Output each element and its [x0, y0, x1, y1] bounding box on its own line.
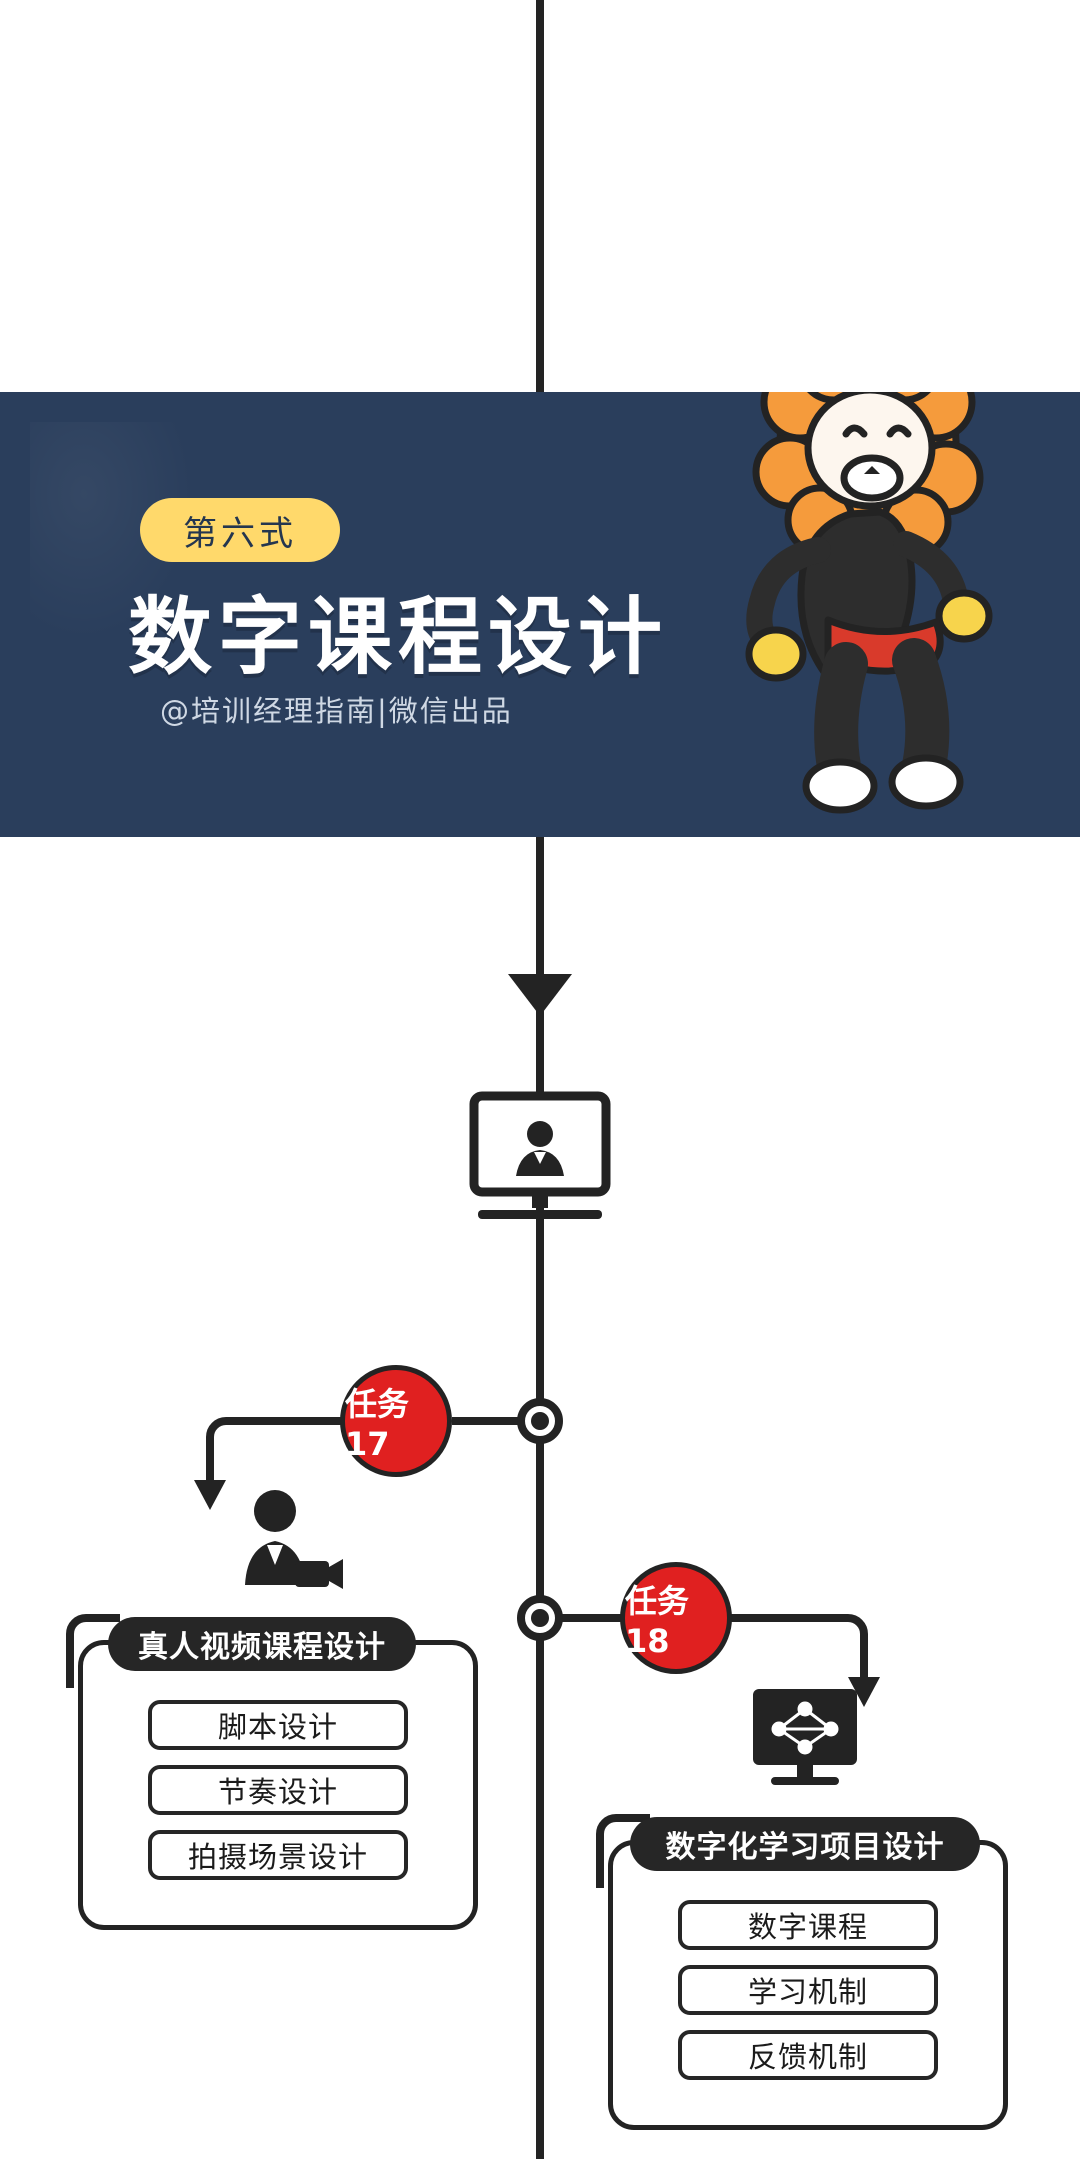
section-badge-label: 第六式 [183, 513, 297, 554]
task-badge-18[interactable]: 任务18 [620, 1562, 732, 1674]
list-item-left-2[interactable]: 节奏设计 [148, 1765, 408, 1815]
flow-node-18 [517, 1595, 563, 1641]
connector-task17-to-icon [194, 1417, 358, 1510]
connector-card-right-stem [596, 1814, 650, 1888]
flow-node-17 [517, 1398, 563, 1444]
task-badge-17[interactable]: 任务17 [340, 1365, 452, 1477]
list-item-right-1[interactable]: 数字课程 [678, 1900, 938, 1950]
flow-spine [536, 0, 544, 2159]
group-title-left-label: 真人视频课程设计 [138, 1630, 386, 1665]
list-item-left-1-label: 脚本设计 [217, 1710, 338, 1744]
header-banner: 第六式 数字课程设计 @培训经理指南|微信出品 [0, 392, 1080, 837]
list-item-left-3-label: 拍摄场景设计 [187, 1840, 368, 1874]
lion-mascot-illustration [745, 392, 993, 814]
connector-node-to-task17 [452, 1417, 544, 1425]
task-badge-17-label: 任务17 [345, 1385, 410, 1463]
connector-task18-to-icon [726, 1614, 880, 1707]
list-item-right-2-label: 学习机制 [747, 1975, 868, 2009]
connector-card-left-stem [66, 1614, 120, 1688]
arrow-down-icon [508, 974, 572, 1016]
group-title-right: 数字化学习项目设计 [630, 1817, 980, 1871]
group-title-right-label: 数字化学习项目设计 [665, 1830, 945, 1865]
list-item-right-1-label: 数字课程 [747, 1910, 868, 1944]
list-item-right-3-label: 反馈机制 [747, 2040, 868, 2074]
page-title: 数字课程设计 [128, 588, 669, 686]
group-title-left: 真人视频课程设计 [108, 1617, 416, 1671]
task-badge-18-label: 任务18 [625, 1582, 690, 1660]
list-item-right-3[interactable]: 反馈机制 [678, 2030, 938, 2080]
list-item-left-3[interactable]: 拍摄场景设计 [148, 1830, 408, 1880]
list-item-left-2-label: 节奏设计 [217, 1775, 338, 1809]
page-subtitle: @培训经理指南|微信出品 [160, 694, 513, 728]
presenter-monitor-icon [469, 1091, 611, 1219]
list-item-left-1[interactable]: 脚本设计 [148, 1700, 408, 1750]
section-badge: 第六式 [140, 498, 340, 562]
list-item-right-2[interactable]: 学习机制 [678, 1965, 938, 2015]
network-monitor-icon [753, 1689, 857, 1785]
connector-node-to-task18 [548, 1614, 632, 1622]
speaker-video-icon [245, 1490, 343, 1589]
